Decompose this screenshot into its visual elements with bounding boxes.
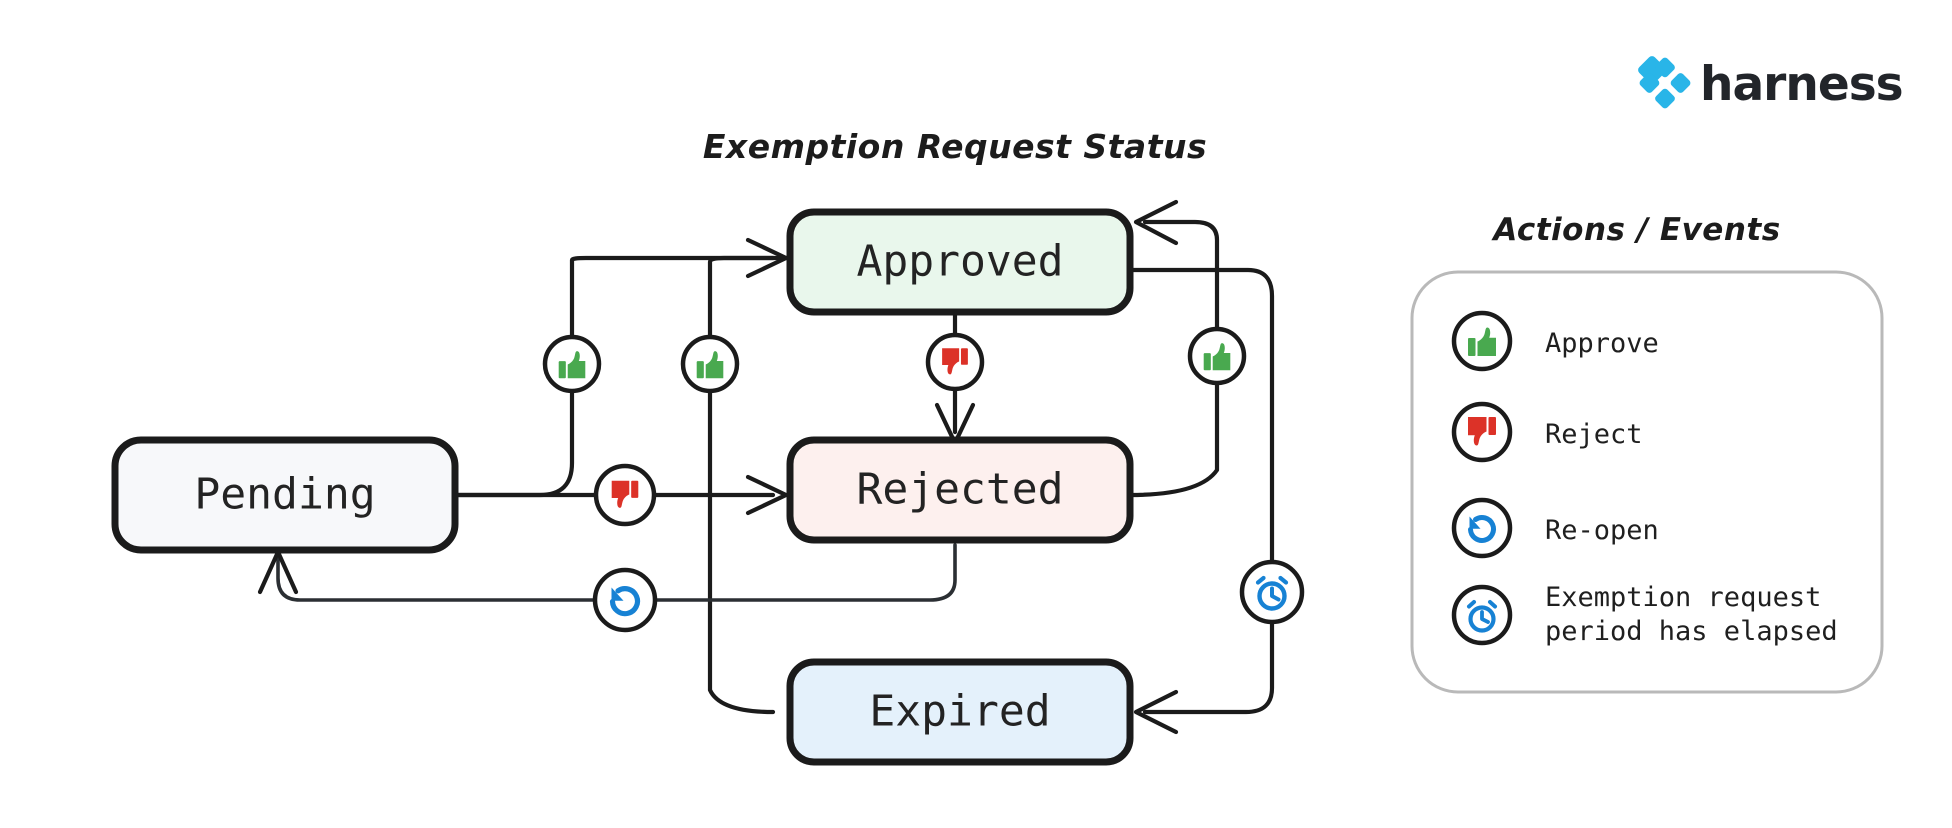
- reopen-icon: [609, 586, 641, 617]
- legend-item-elapsed-label-line1: Exemption request: [1545, 582, 1821, 613]
- edge-badge-elapsed[interactable]: [1239, 559, 1305, 625]
- legend-item-reject: Reject: [1451, 401, 1643, 463]
- node-expired-shape[interactable]: [786, 658, 1134, 766]
- edge-badge-reject-pending[interactable]: [593, 463, 657, 527]
- legend-item-elapsed: Exemption request period has elapsed: [1451, 582, 1838, 647]
- badge-circle: [1451, 497, 1513, 559]
- legend-item-elapsed-label-line2: period has elapsed: [1545, 616, 1838, 647]
- legend-item-reopen-label: Re-open: [1545, 515, 1659, 546]
- node-approved-label: Approved: [856, 237, 1063, 287]
- legend-panel: [1410, 270, 1884, 694]
- edge-rejected-to-approved-arrowhead: [1133, 199, 1179, 246]
- legend-item-approve: Approve: [1451, 310, 1659, 372]
- edge-badge-approve-expired[interactable]: [680, 334, 740, 394]
- brand-name: harness: [1700, 57, 1903, 112]
- edge-approved-to-expired: [1130, 267, 1275, 715]
- node-approved-shape[interactable]: [786, 208, 1134, 316]
- node-expired-label: Expired: [869, 687, 1050, 737]
- edge-badge-approve-rejected[interactable]: [1187, 326, 1247, 386]
- node-expired[interactable]: Expired: [786, 658, 1134, 766]
- badge-circle[interactable]: [592, 567, 658, 633]
- node-approved[interactable]: Approved: [786, 208, 1134, 316]
- node-pending[interactable]: Pending: [111, 436, 459, 554]
- alarm-clock-icon: [1255, 575, 1289, 611]
- reopen-icon: [1468, 515, 1496, 543]
- legend-title: Actions / Events: [1490, 212, 1780, 248]
- node-pending-label: Pending: [194, 470, 375, 520]
- node-pending-shape[interactable]: [111, 436, 459, 554]
- legend-item-reject-label: Reject: [1545, 419, 1643, 450]
- node-rejected-label: Rejected: [856, 465, 1063, 515]
- legend-item-approve-label: Approve: [1545, 328, 1659, 359]
- harness-diamond-logo-icon: [1638, 56, 1691, 109]
- edge-approved-to-expired-arrowhead: [1133, 689, 1179, 735]
- node-rejected[interactable]: Rejected: [786, 436, 1134, 544]
- edge-rejected-to-approved: [1127, 219, 1220, 498]
- edge-pending-to-rejected-arrowhead: [745, 474, 789, 516]
- edge-badge-reject-approved[interactable]: [925, 332, 985, 392]
- edge-badge-reopen[interactable]: [592, 567, 658, 633]
- node-rejected-shape[interactable]: [786, 436, 1134, 544]
- edge-badge-approve-pending[interactable]: [542, 334, 602, 394]
- diagram-title: Exemption Request Status: [703, 127, 1207, 166]
- alarm-clock-icon: [1467, 600, 1497, 633]
- brand-logo: harness: [1638, 56, 1904, 112]
- edge-expired-to-approved: [707, 255, 789, 715]
- legend-item-reopen: Re-open: [1451, 497, 1659, 559]
